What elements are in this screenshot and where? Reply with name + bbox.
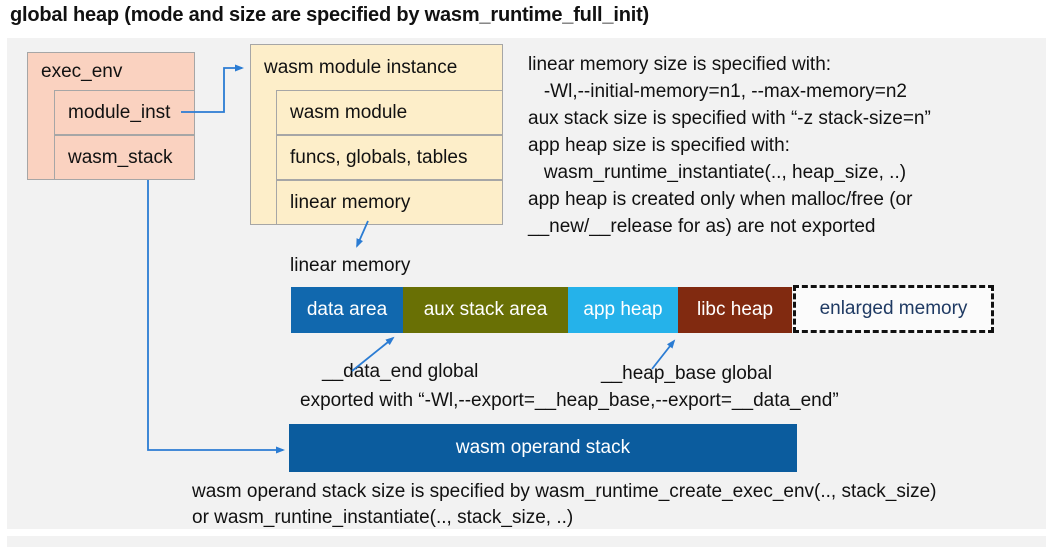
module-row-linear-memory: linear memory (276, 180, 503, 225)
exec-env-header: exec_env (41, 61, 123, 82)
footer-line: or wasm_runtine_instantiate(.., stack_si… (192, 507, 574, 528)
segment-app-heap: app heap (568, 287, 678, 333)
module-row-funcs-globals-tables: funcs, globals, tables (276, 135, 503, 180)
wasm-module-instance-header: wasm module instance (264, 57, 458, 78)
memory-size-notes: linear memory size is specified with: -W… (528, 51, 1043, 240)
linear-memory-label: linear memory (290, 255, 411, 276)
note-line: -Wl,--initial-memory=n1, --max-memory=n2 (528, 81, 907, 102)
note-line: linear memory size is specified with: (528, 54, 832, 75)
exec-env-row-module-inst: module_inst (54, 90, 195, 135)
exported-with-note: exported with “-Wl,--export=__heap_base,… (300, 390, 839, 411)
module-row-wasm-module: wasm module (276, 90, 503, 135)
next-slide-edge (7, 536, 1046, 547)
exec-env-row-wasm-stack: wasm_stack (54, 135, 195, 180)
footer-line: wasm operand stack size is specified by … (192, 481, 937, 502)
diagram-background: exec_env module_inst wasm_stack wasm mod… (7, 38, 1046, 529)
wasm-operand-stack-bar: wasm operand stack (289, 424, 797, 472)
exec-env-box: exec_env module_inst wasm_stack (27, 52, 195, 180)
heap-base-global-label: __heap_base global (601, 363, 773, 384)
page-title: global heap (mode and size are specified… (10, 4, 649, 26)
wasm-module-instance-box: wasm module instance wasm module funcs, … (250, 44, 503, 225)
note-line: aux stack size is specified with “-z sta… (528, 108, 931, 129)
note-line: __new/__release for as) are not exported (528, 216, 876, 237)
segment-aux-stack-area: aux stack area (403, 287, 568, 333)
data-end-global-label: __data_end global (322, 361, 479, 382)
segment-data-area: data area (291, 287, 403, 333)
segment-enlarged-memory: enlarged memory (793, 285, 994, 333)
operand-stack-size-notes: wasm operand stack size is specified by … (192, 479, 937, 531)
note-line: app heap size is specified with: (528, 135, 790, 156)
note-line: app heap is created only when malloc/fre… (528, 189, 913, 210)
note-line: wasm_runtime_instantiate(.., heap_size, … (528, 162, 907, 183)
segment-libc-heap: libc heap (678, 287, 792, 333)
